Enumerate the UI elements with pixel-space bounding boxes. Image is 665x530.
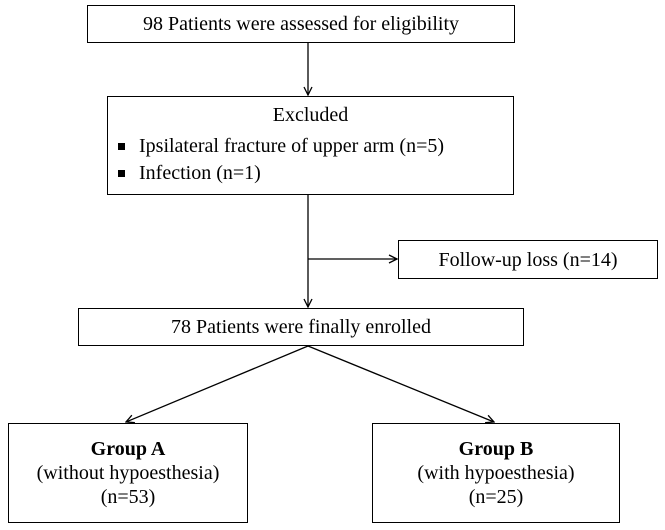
enrolled-text: 78 Patients were finally enrolled <box>171 316 431 338</box>
followup-loss-box: Follow-up loss (n=14) <box>398 240 658 279</box>
excluded-title: Excluded <box>272 104 349 126</box>
square-bullet-icon <box>118 142 125 150</box>
excluded-item: Ipsilateral fracture of upper arm (n=5) <box>118 134 444 158</box>
group-b-description: (with hypoesthesia) <box>417 462 575 484</box>
group-a-title: Group A <box>90 438 166 460</box>
assessed-box: 98 Patients were assessed for eligibilit… <box>87 5 515 43</box>
followup-loss-text: Follow-up loss (n=14) <box>438 248 618 271</box>
group-b-count: (n=25) <box>468 486 524 508</box>
group-b-box: Group B (with hypoesthesia) (n=25) <box>372 423 620 523</box>
assessed-text: 98 Patients were assessed for eligibilit… <box>142 13 460 35</box>
group-b-title: Group B <box>458 438 534 460</box>
group-a-box: Group A (without hypoesthesia) (n=53) <box>8 423 248 523</box>
arrow-enrolled-to-group-b <box>307 345 494 422</box>
group-a-description: (without hypoesthesia) <box>36 462 220 484</box>
excluded-item: Infection (n=1) <box>118 161 261 185</box>
excluded-box: Excluded Ipsilateral fracture of upper a… <box>107 96 514 195</box>
group-a-count: (n=53) <box>100 486 156 508</box>
excluded-item-text: Infection (n=1) <box>139 162 261 184</box>
enrolled-box: 78 Patients were finally enrolled <box>78 308 524 346</box>
excluded-item-text: Ipsilateral fracture of upper arm (n=5) <box>139 135 445 157</box>
square-bullet-icon <box>118 169 125 177</box>
arrow-enrolled-to-group-a <box>126 345 309 422</box>
